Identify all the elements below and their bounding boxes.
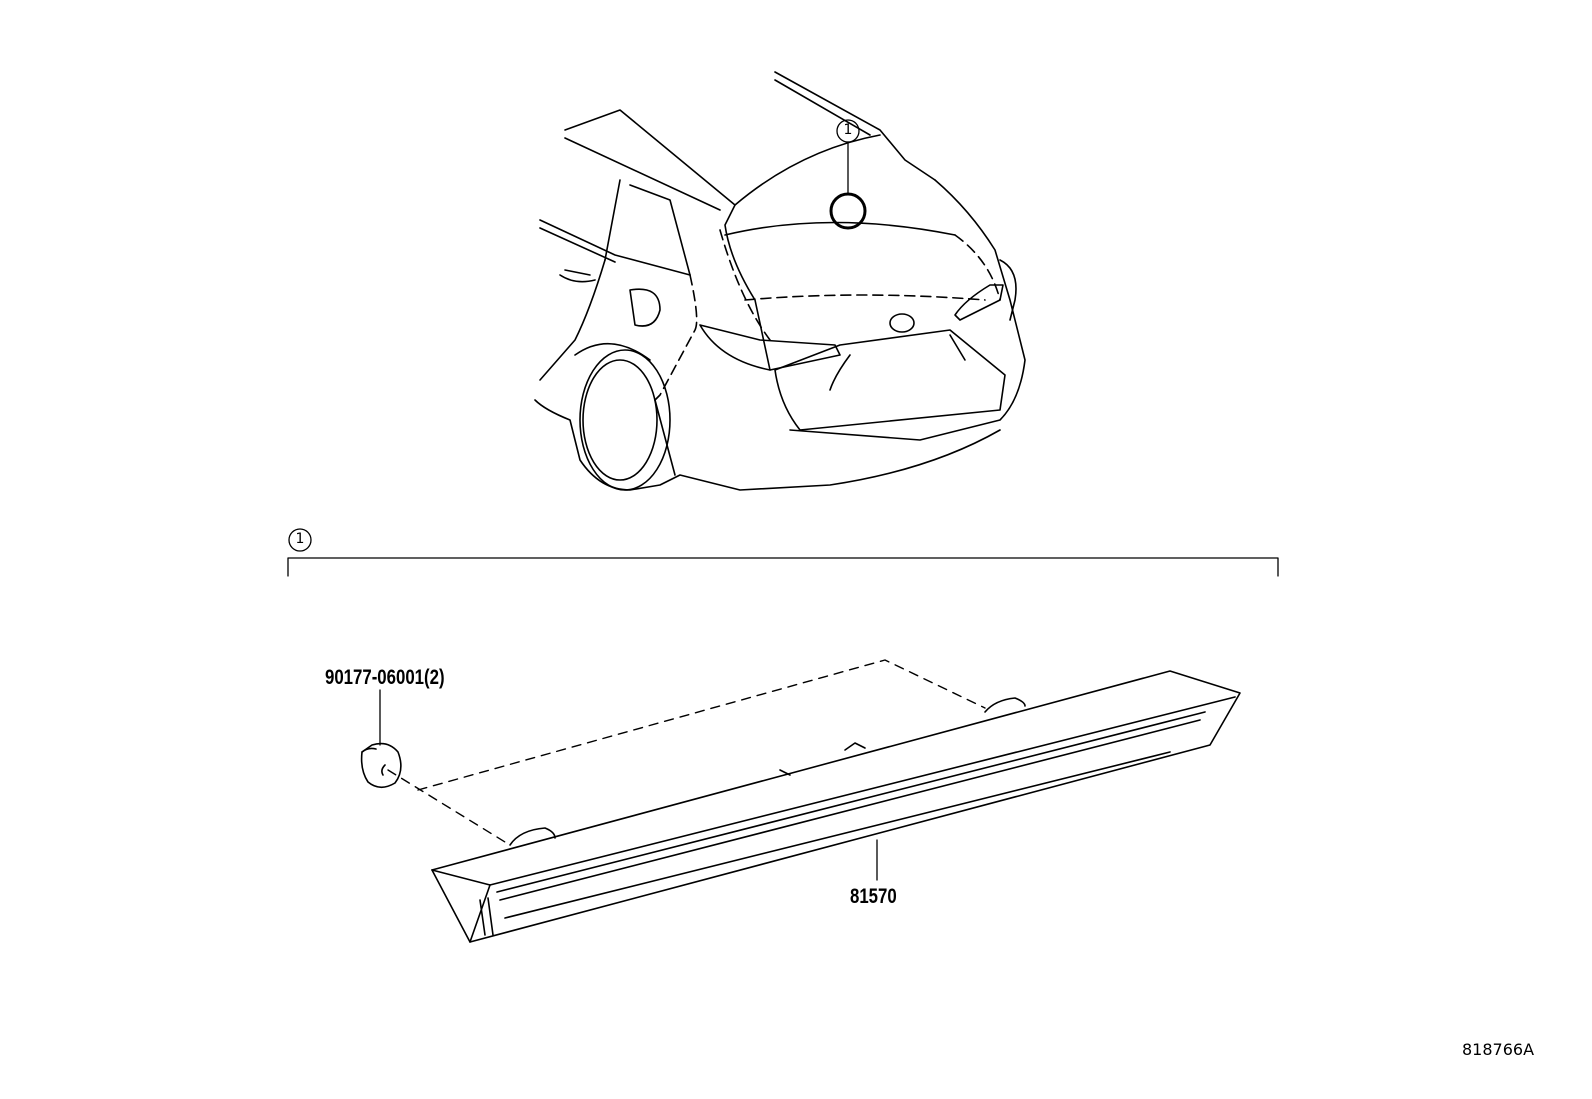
leader-dashed-lines xyxy=(387,659,986,843)
reference-code: 818766A xyxy=(1462,1040,1535,1059)
part-label-lamp[interactable]: 81570 xyxy=(850,885,897,908)
callout-marker-top xyxy=(829,119,867,230)
part-label-clip[interactable]: 90177-06001(2) xyxy=(325,666,445,689)
callout-number-bracket: 1 xyxy=(295,531,305,547)
high-mount-stop-lamp xyxy=(431,670,1241,943)
callout-bracket xyxy=(287,528,1279,577)
clip-part xyxy=(360,689,402,789)
callout-number-top: 1 xyxy=(843,122,853,138)
vehicle-rear-illustration xyxy=(534,71,1026,491)
